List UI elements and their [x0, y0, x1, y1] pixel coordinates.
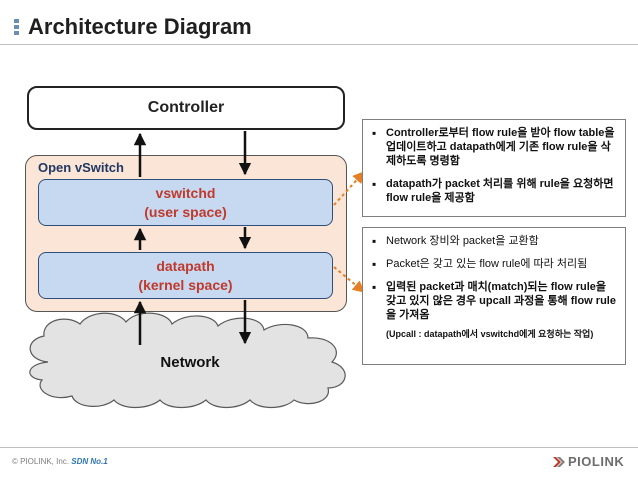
callout-datapath — [333, 266, 365, 293]
datapath-box: datapath (kernel space) — [38, 252, 333, 299]
title-divider — [0, 44, 638, 45]
copyright-text: © PIOLINK, Inc. — [12, 457, 70, 466]
controller-label: Controller — [147, 99, 225, 116]
open-vswitch-container: Open vSwitch vswitchd (user space) datap… — [25, 155, 347, 312]
datapath-note-item: Network 장비와 packet을 교환함 — [371, 234, 619, 248]
vswitchd-label: vswitchd — [155, 185, 216, 201]
open-vswitch-label: Open vSwitch — [38, 160, 124, 175]
footer-tagline: SDN No.1 — [71, 457, 108, 466]
network-label: Network — [160, 354, 220, 371]
vswitchd-notes-panel: Controller로부터 flow rule을 받아 flow table을 … — [362, 119, 626, 217]
datapath-notes-panel: Network 장비와 packet을 교환함 Packet은 갖고 있는 fl… — [362, 227, 626, 365]
page-title: Architecture Diagram — [28, 14, 252, 39]
vswitchd-box: vswitchd (user space) — [38, 179, 333, 226]
datapath-note-item: Packet은 갖고 있는 flow rule에 따라 처리됨 — [371, 257, 619, 271]
vswitchd-sublabel: (user space) — [144, 204, 227, 220]
logo-chevron-icon — [553, 457, 565, 467]
company-logo: PIOLINK — [553, 454, 624, 469]
network-cloud — [29, 312, 346, 409]
controller-box: Controller — [27, 86, 345, 130]
vswitchd-note-item: Controller로부터 flow rule을 받아 flow table을 … — [371, 126, 619, 168]
datapath-note-item: 입력된 packet과 매치(match)되는 flow rule을 갖고 있지… — [371, 280, 619, 322]
datapath-label: datapath — [156, 258, 215, 274]
footer-divider — [0, 447, 638, 448]
callout-vswitchd — [333, 171, 365, 206]
vswitchd-note-item: datapath가 packet 처리를 위해 rule을 요청하면 flow … — [371, 177, 619, 205]
logo-text: PIOLINK — [568, 454, 625, 469]
footer-copyright: © PIOLINK, Inc. SDN No.1 — [12, 457, 108, 466]
title-marker — [14, 19, 20, 37]
datapath-sublabel: (kernel space) — [138, 277, 233, 293]
upcall-note: (Upcall : datapath에서 vswitchd에게 요청하는 작업) — [386, 329, 594, 339]
